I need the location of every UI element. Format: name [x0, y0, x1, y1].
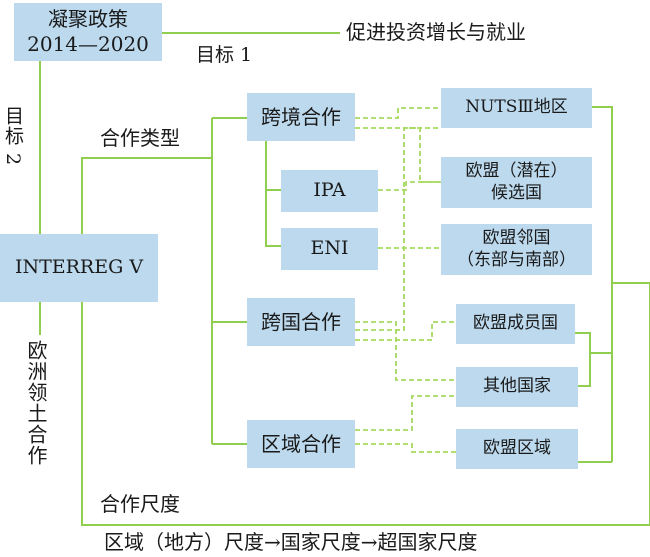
ipa-box: IPA — [281, 170, 378, 212]
interregional-box: 区域合作 — [247, 420, 355, 468]
dash-ir-eu — [355, 443, 456, 453]
bracket-member — [575, 332, 612, 354]
cooperation-type-label: 合作类型 — [100, 126, 180, 150]
member-states-box: 欧盟成员国 — [456, 304, 575, 344]
other-countries-label: 其他国家 — [483, 376, 551, 397]
scale-bottom-line — [81, 302, 650, 526]
candidate-line1: 欧盟（潜在） — [465, 161, 568, 182]
interreg-label: INTERREG Ⅴ — [14, 256, 144, 279]
eu-region-label: 欧盟区域 — [483, 438, 551, 459]
policy-title: 凝聚政策 — [48, 7, 128, 31]
eni-label: ENI — [310, 237, 349, 260]
goal1-label: 目标 1 — [196, 44, 253, 66]
dash-tn-member — [355, 321, 456, 341]
dash-ir-other — [355, 395, 456, 431]
goal2-label: 目标 2 — [2, 106, 24, 167]
scale-right-line — [612, 282, 650, 525]
other-countries-box: 其他国家 — [456, 367, 578, 407]
neighbour-line2: （东部与南部） — [457, 249, 576, 270]
scale-progression-label: 区域（地方）尺度→国家尺度→超国家尺度 — [104, 530, 478, 554]
transnational-label: 跨国合作 — [261, 309, 341, 334]
cross-border-box: 跨境合作 — [247, 93, 355, 141]
dash-tn-nuts — [355, 127, 441, 331]
candidate-box: 欧盟（潜在） 候选国 — [441, 157, 592, 208]
interregional-label: 区域合作 — [261, 431, 341, 456]
cooperation-scale-label: 合作尺度 — [100, 492, 180, 516]
candidate-line2: 候选国 — [491, 182, 542, 203]
dash-tn-other — [355, 321, 456, 381]
cross-border-label: 跨境合作 — [261, 104, 341, 129]
transnational-box: 跨国合作 — [247, 298, 355, 346]
cohesion-policy-box: 凝聚政策 2014—2020 — [14, 3, 162, 61]
type-bus-line — [81, 157, 212, 234]
eni-box: ENI — [281, 228, 378, 270]
member-states-label: 欧盟成员国 — [473, 313, 558, 334]
eu-region-box: 欧盟区域 — [456, 429, 578, 469]
dash-cb-nuts — [355, 107, 441, 119]
neighbour-line1: 欧盟邻国 — [482, 228, 551, 249]
nuts3-label: NUTSⅢ地区 — [465, 97, 568, 118]
territorial-cooperation-label: 欧洲领土合作 — [24, 340, 48, 466]
policy-period: 2014—2020 — [27, 32, 149, 56]
bracket-other — [578, 353, 591, 387]
dash-ipa-candidate — [378, 181, 441, 191]
goal1-target: 促进投资增长与就业 — [346, 20, 526, 44]
ipa-label: IPA — [313, 179, 346, 202]
sub-trunk-line — [265, 141, 281, 247]
right-trunk-line — [592, 106, 613, 462]
interreg-box: INTERREG Ⅴ — [0, 234, 158, 302]
nuts3-box: NUTSⅢ地区 — [441, 88, 592, 128]
neighbour-box: 欧盟邻国 （东部与南部） — [441, 224, 592, 275]
